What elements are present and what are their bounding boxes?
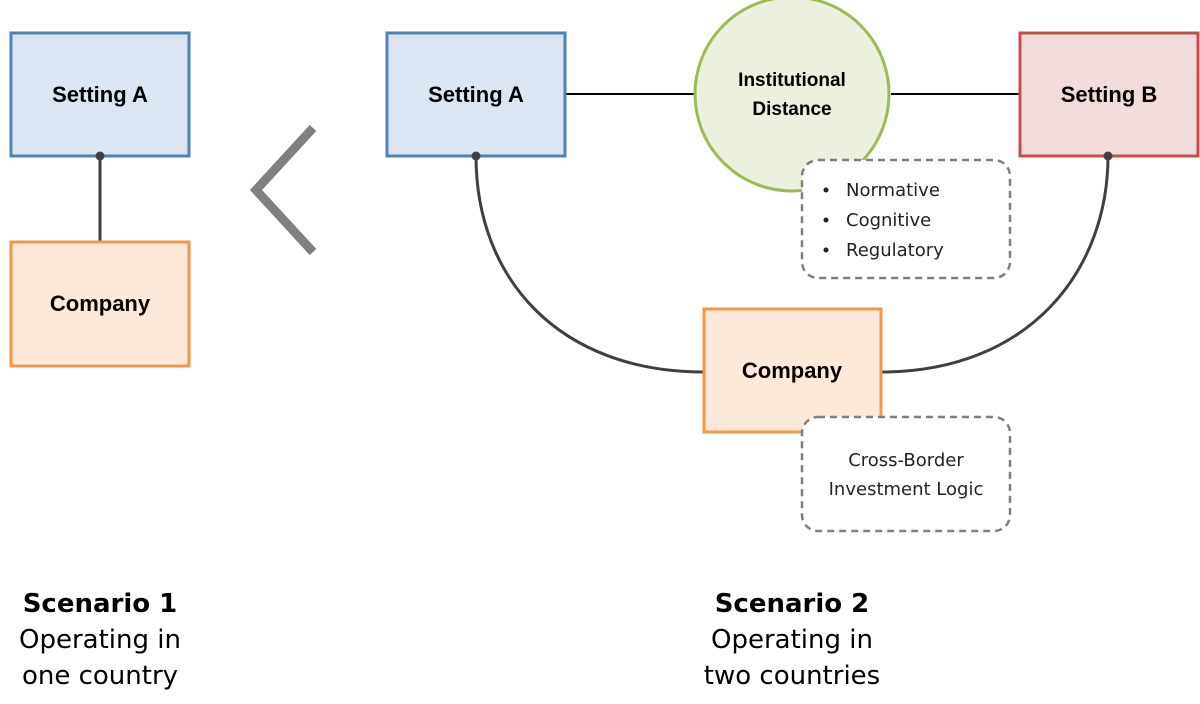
- scenario-1-title: Scenario 1: [22, 589, 178, 619]
- s1-link-dot: [95, 151, 105, 161]
- s2-investment-logic-line2: Investment Logic: [829, 479, 984, 500]
- bullet-icon: [823, 247, 829, 253]
- s2-investment-logic-note: [800, 415, 1012, 533]
- s2-investment-logic-line1: Cross-Border: [848, 450, 964, 471]
- scenario-2-diagram: Setting A Setting B Institutional Distan…: [385, 0, 1200, 533]
- s2-company-label: Company: [742, 358, 843, 383]
- s2-institutional-distance-circle: [693, 0, 891, 193]
- scenario-1-desc-line2: one country: [21, 661, 179, 691]
- s1-company-box: [9, 240, 191, 368]
- scenario-2-caption: Scenario 2 Operating in two countries: [662, 586, 922, 694]
- scenario-1-diagram: Setting A Company: [9, 31, 191, 368]
- s2-setting-b-box: [1018, 31, 1200, 158]
- s2-dimension-item: Normative: [846, 180, 940, 201]
- scenario-2-desc-line2: two countries: [703, 661, 881, 691]
- s1-setting-a-label: Setting A: [52, 82, 148, 107]
- s2-dimension-item: Cognitive: [846, 210, 931, 231]
- s2-company-to-setting-b-arc: [880, 155, 1110, 374]
- s2-setting-a-box: [385, 31, 567, 158]
- s2-setting-b-label: Setting B: [1061, 82, 1158, 107]
- scenario-1-caption: Scenario 1 Operating in one country: [0, 586, 230, 694]
- s2-institutional-distance-label-line1: Institutional: [738, 70, 846, 91]
- scenario-2-desc-line1: Operating in: [711, 625, 873, 655]
- bullet-icon: [823, 217, 829, 223]
- s1-company-label: Company: [50, 291, 151, 316]
- less-than-sign-icon: [249, 124, 317, 256]
- s2-dimension-item: Regulatory: [846, 240, 944, 261]
- scenario-2-title: Scenario 2: [714, 589, 870, 619]
- s2-distance-dimensions-list: Normative Cognitive Regulatory: [823, 180, 944, 261]
- s2-company-box: [702, 307, 883, 434]
- scenario-1-desc-line1: Operating in: [19, 625, 181, 655]
- s2-setting-a-dot: [471, 151, 481, 161]
- s2-setting-a-to-company-arc: [474, 155, 705, 374]
- s2-distance-dimensions-note: [800, 158, 1012, 280]
- s2-setting-a-label: Setting A: [428, 82, 524, 107]
- s2-institutional-distance-label-line2: Distance: [752, 99, 831, 120]
- s2-setting-b-dot: [1103, 151, 1113, 161]
- bullet-icon: [823, 187, 829, 193]
